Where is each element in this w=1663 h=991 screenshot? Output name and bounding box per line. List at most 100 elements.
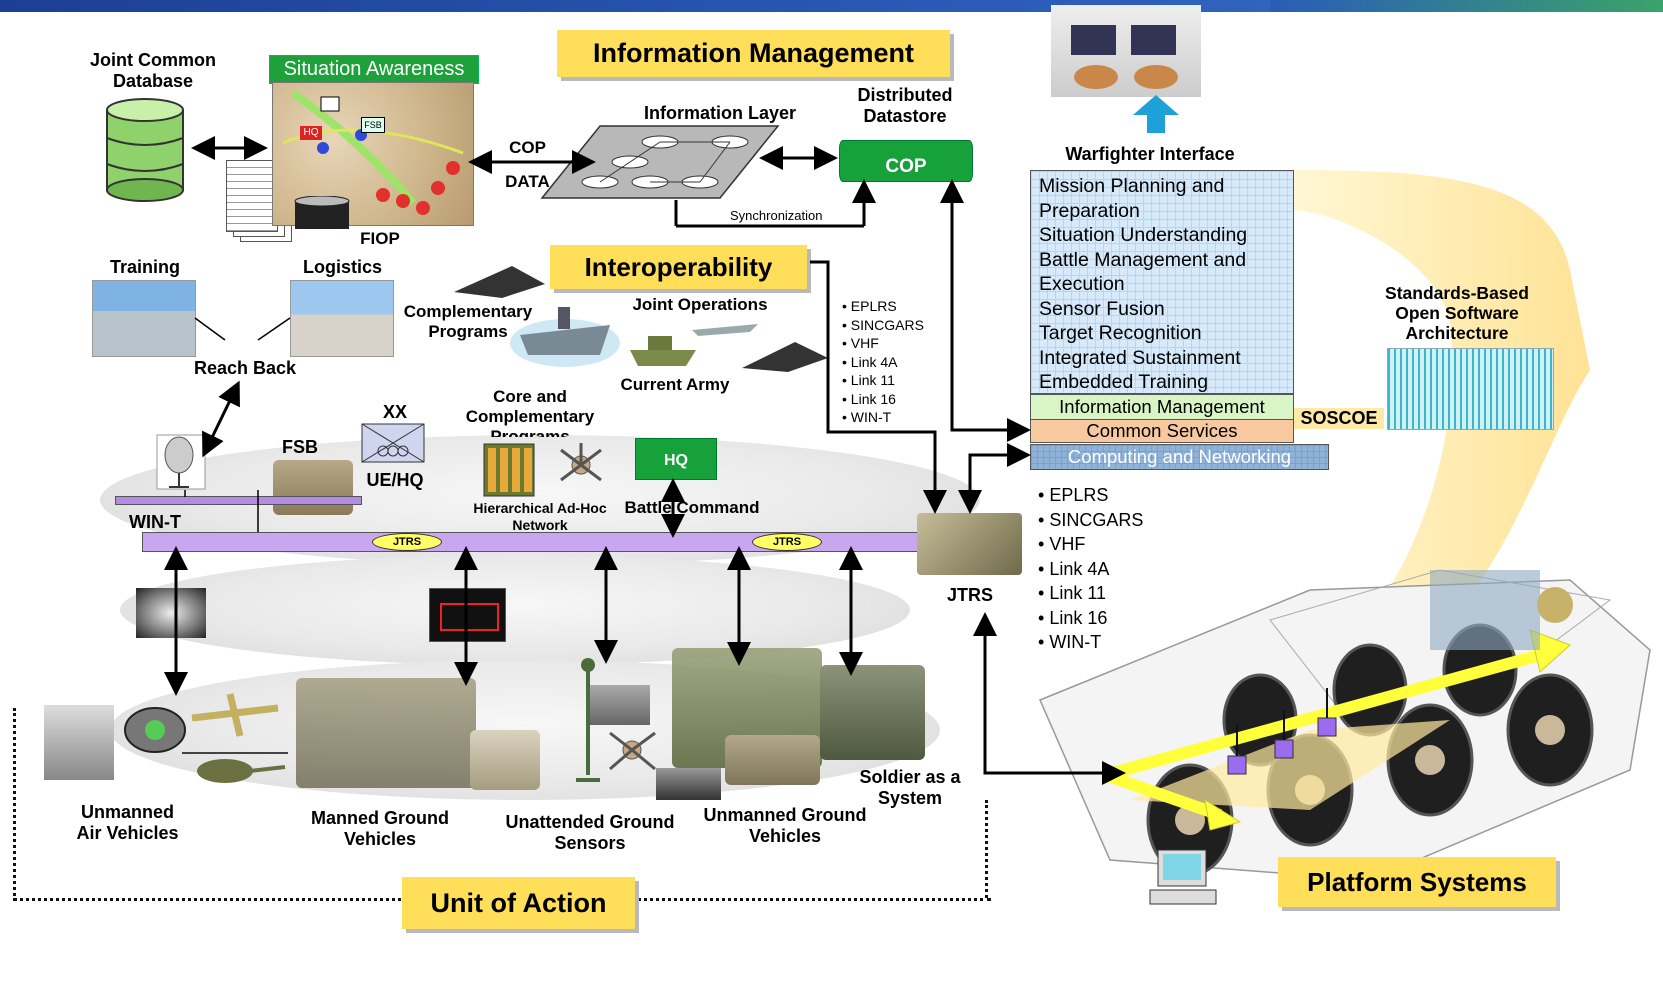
ue-hq-unit-symbol <box>361 423 425 463</box>
crew-station-icon <box>1071 25 1178 89</box>
robot-photo <box>656 768 721 800</box>
map-fsb-marker: FSB <box>361 117 385 133</box>
interop-links-list: • EPLRS • SINCGARS • VHF • Link 4A • Lin… <box>842 297 924 427</box>
stealth-aircraft-icon-2 <box>742 342 828 372</box>
fsb-vehicle-photo <box>273 460 353 515</box>
manned-ground-vehicles-photo <box>296 678 476 788</box>
fiop-label: FIOP <box>360 229 400 248</box>
soldier-photo <box>820 665 925 760</box>
wf-item: Preparation <box>1039 199 1140 222</box>
unit-of-action-boundary-right <box>985 800 988 898</box>
common-services-layer: Common Services <box>1030 419 1294 443</box>
aircraft-carrier-icon <box>510 307 620 367</box>
up-arrow-icon <box>1133 95 1179 133</box>
ugv-photo-2 <box>725 735 820 785</box>
uav-ground-station-photo <box>44 705 114 780</box>
jtrs-link-item: • SINCGARS <box>1038 509 1144 530</box>
link-item: • EPLRS <box>842 298 897 314</box>
soa-sweep <box>1290 170 1590 640</box>
synchronization-label: Synchronization <box>730 208 823 223</box>
fiop-cylinder-icon <box>294 196 350 229</box>
link-item: • Link 4A <box>842 353 898 370</box>
platform-vehicle-schematic <box>1039 569 1651 881</box>
soscoe-label: SOSCOE <box>1294 408 1384 429</box>
distributed-datastore-label: Distributed Datastore <box>857 85 953 126</box>
computing-networking-layer: Computing and Networking <box>1030 444 1329 470</box>
software-architecture-chart <box>1387 348 1554 430</box>
fixed-wing-uav-icon <box>191 693 279 737</box>
core-complementary-label: Core and Complementary Programs <box>465 387 595 437</box>
document-icon-1 <box>226 160 278 232</box>
link-item: • Link 16 <box>842 390 896 407</box>
sensor-array-icon <box>483 443 535 497</box>
logistics-building-photo <box>290 280 394 357</box>
link-item: • Link 11 <box>842 372 895 388</box>
hq-box: HQ <box>635 438 717 480</box>
warfighter-functions-box: Mission Planning and Preparation Situati… <box>1030 170 1294 394</box>
sensor-photo <box>590 685 650 725</box>
joint-operations-label: Joint Operations <box>632 295 768 314</box>
training-label: Training <box>109 257 180 277</box>
computer-icon <box>1149 849 1217 905</box>
situation-awareness-label: Situation Awareness <box>269 55 479 84</box>
unattended-ground-sensors-label: Unattended Ground Sensors <box>505 812 675 853</box>
wf-item: Integrated Sustainment <box>1039 346 1241 369</box>
soldier-as-system-label: Soldier as a System <box>859 767 961 808</box>
jtrs-label: JTRS <box>946 585 993 605</box>
jtrs-radio-photo <box>917 513 1022 575</box>
training-building-photo <box>92 280 196 357</box>
link-item: • VHF <box>842 335 879 351</box>
information-layer-label: Information Layer <box>643 103 797 123</box>
jtrs-link-item: • Link 4A <box>1038 558 1110 579</box>
standards-based-label: Standards-Based Open Software Architectu… <box>1385 283 1529 343</box>
ducted-fan-uav-icon <box>124 707 186 753</box>
jtrs-oval-2: JTRS <box>752 533 822 551</box>
middle-cloud <box>120 555 910 665</box>
link-item: • WIN-T <box>842 409 892 425</box>
map-hq-marker: HQ <box>300 126 322 140</box>
information-management-banner: Information Management <box>557 30 950 77</box>
database-icon <box>106 98 184 202</box>
unattended-sensor-icon <box>560 443 602 482</box>
header-bar-right <box>1270 0 1663 12</box>
wf-item: Embedded Training <box>1039 371 1209 393</box>
unattended-sensor-icon-2 <box>609 731 656 771</box>
unmanned-ground-vehicles-label: Unmanned Ground Vehicles <box>703 805 867 846</box>
unit-of-action-banner: Unit of Action <box>402 877 635 929</box>
information-layer-plane <box>540 125 780 199</box>
unmanned-air-vehicles-label: Unmanned Air Vehicles <box>76 802 179 843</box>
logistics-label: Logistics <box>302 257 382 277</box>
wf-item: Battle Management and <box>1039 248 1247 271</box>
jtrs-oval-1: JTRS <box>372 533 442 551</box>
stealth-aircraft-icon <box>454 266 545 298</box>
jtrs-link-item: • VHF <box>1038 534 1086 554</box>
joint-common-database-label: Joint Common Database <box>90 50 216 91</box>
fsb-label: FSB <box>282 437 318 457</box>
link-item: • SINCGARS <box>842 316 924 333</box>
interoperability-banner: Interoperability <box>550 245 807 289</box>
win-t-label: WIN-T <box>129 512 181 532</box>
wf-item: Mission Planning and <box>1039 175 1225 197</box>
platform-systems-banner: Platform Systems <box>1278 857 1556 907</box>
wf-item: Target Recognition <box>1039 322 1202 344</box>
xx-label: XX <box>382 402 407 422</box>
warfighter-interface-title: Warfighter Interface <box>1065 144 1235 164</box>
hierarchical-network-label: Hierarchical Ad-Hoc Network <box>473 500 607 533</box>
helicopter-uav-icon <box>182 752 288 783</box>
data-label: DATA <box>505 172 550 191</box>
ue-hq-label: UE/HQ <box>366 470 424 490</box>
warfighter-station-photo <box>1051 5 1201 97</box>
manned-vehicle-photo-2 <box>470 730 540 790</box>
win-t-bar <box>115 496 362 505</box>
wf-item: Sensor Fusion <box>1039 297 1165 320</box>
jtrs-link-item: • EPLRS <box>1038 485 1109 505</box>
complementary-programs-label: Complementary Programs <box>403 302 533 341</box>
drone-aircraft-icon <box>692 324 758 336</box>
ground-sensor-mast-icon <box>576 658 600 782</box>
jtrs-link-item: • Link 11 <box>1038 583 1107 603</box>
ship-icon <box>630 336 696 366</box>
wf-item: Execution <box>1039 273 1125 295</box>
reach-back-label: Reach Back <box>193 358 297 378</box>
battle-command-label: Battle Command <box>624 498 760 517</box>
